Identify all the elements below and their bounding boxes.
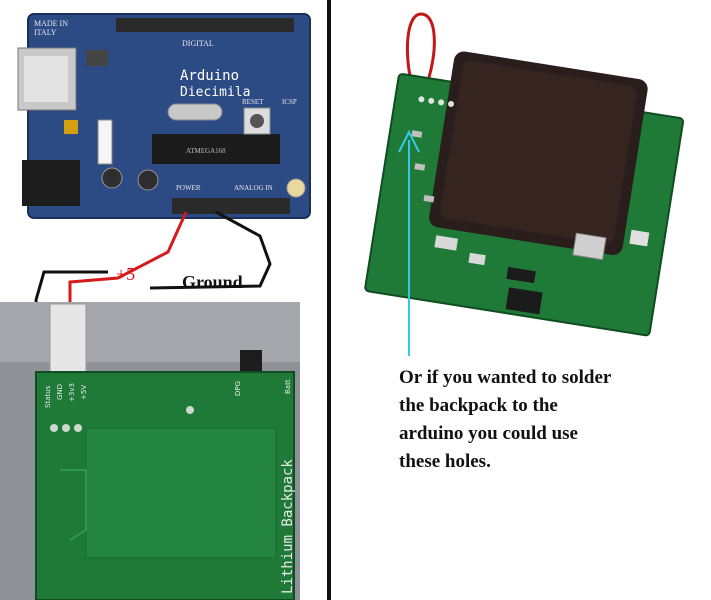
backpack-title-label: Lithium Backpack (280, 459, 296, 594)
pin-batt-label: Batt (284, 379, 292, 394)
chip-label: ATMEGA168 (186, 147, 226, 155)
caption-line-1: Or if you wanted to solder (399, 367, 612, 388)
pin-status-label: Status (44, 385, 52, 408)
icsp-label: ICSP (282, 98, 297, 106)
country-label: ITALY (34, 28, 57, 37)
pin-3v3-label: +3v3 (68, 383, 76, 402)
brand-label: Arduino (180, 68, 239, 84)
left-panel: MADE IN ITALY DIGITAL Arduino Diecimila … (0, 0, 327, 600)
reset-label: RESET (242, 98, 264, 106)
pin-5v-label: +5V (80, 385, 88, 400)
digital-header (116, 18, 294, 32)
pin-dpg-label: DPG (234, 381, 242, 396)
right-illustration (364, 12, 685, 356)
right-panel (333, 0, 711, 600)
caption-line-3: arduino you could use (399, 423, 578, 444)
analog-in-label: ANALOG IN (234, 184, 273, 192)
caption-text: Or if you wanted to solder the backpack … (399, 364, 699, 476)
left-illustration: MADE IN ITALY DIGITAL Arduino Diecimila … (0, 13, 311, 600)
atmega-chip (152, 134, 280, 164)
header-block (505, 287, 543, 315)
arduino-board: MADE IN ITALY DIGITAL Arduino Diecimila … (17, 13, 311, 219)
pin-gnd-label: GND (56, 384, 64, 400)
ground-label: Ground (182, 272, 243, 292)
black-wire (149, 210, 272, 290)
made-in-label: MADE IN (34, 19, 68, 28)
power-label: POWER (176, 184, 201, 192)
caption-line-2: the backpack to the (399, 395, 558, 416)
caption-line-4: these holes. (399, 451, 491, 472)
arrow-to-holes (398, 129, 420, 356)
panel-divider (327, 0, 331, 600)
backpack-photo: Status GND +3v3 +5V DPG Batt Lithium Bac… (0, 302, 300, 600)
battery-wire-loop (405, 12, 436, 91)
model-label: Diecimila (180, 85, 250, 100)
digital-label: DIGITAL (182, 39, 214, 48)
power-jack (22, 160, 80, 206)
backpack-board-angled (364, 51, 685, 337)
plus5-label: +5 (116, 264, 135, 284)
power-analog-header (172, 198, 290, 214)
